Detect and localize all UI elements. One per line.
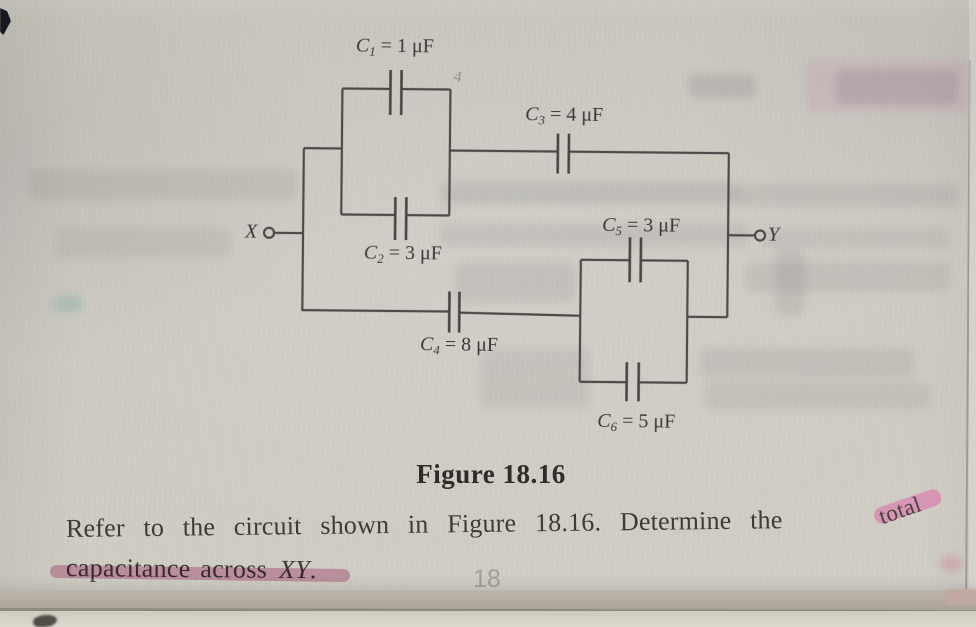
figure-caption: Figure 18.16 — [416, 459, 566, 489]
capacitor-c5-plates — [628, 237, 643, 283]
page-right-edge-strip — [969, 0, 976, 612]
c6-symbol: C — [597, 409, 611, 433]
wire-mid-top-left — [449, 149, 558, 153]
capacitor-c4-plates — [447, 291, 461, 333]
c2-value: = 3 μF — [388, 241, 442, 265]
terminal-x-label: X — [244, 220, 258, 243]
c5-value: = 3 μF — [626, 214, 681, 237]
c2-symbol: C — [363, 241, 378, 264]
capacitor-c3-plates — [556, 133, 571, 174]
c6-subscript: 6 — [610, 419, 618, 435]
wire-mid-top-right — [568, 150, 729, 155]
wire-left-trunk — [301, 148, 305, 312]
label-c3: C3= 4 μF — [525, 103, 603, 129]
c2-subscript: 2 — [377, 250, 384, 266]
terminal-y-node — [753, 229, 767, 242]
box-c5c6-top — [580, 258, 688, 262]
terminal-x-node — [262, 226, 276, 239]
capacitor-c1-plates — [388, 69, 403, 116]
box-c1c2-left — [340, 88, 344, 215]
label-c1: C1= 1 μF — [356, 35, 434, 61]
box-c5c6-left — [578, 259, 582, 382]
c4-symbol: C — [419, 333, 434, 356]
c4-value: = 8 μF — [444, 333, 499, 356]
box-c5c6-bottom — [579, 380, 687, 384]
c5-symbol: C — [602, 213, 616, 237]
c3-symbol: C — [525, 103, 539, 126]
c1-symbol: C — [355, 34, 370, 57]
c1-subscript: 1 — [369, 43, 376, 59]
wire-bottom-mid — [459, 311, 581, 317]
c1-value: = 1 μF — [380, 34, 434, 58]
label-c5: C5= 3 μF — [602, 214, 680, 240]
label-c2: C2= 3 μF — [364, 242, 442, 268]
c3-subscript: 3 — [538, 112, 546, 128]
page-corner-mark — [0, 8, 11, 35]
terminal-y-label: Y — [767, 223, 780, 246]
next-page-strip — [0, 611, 976, 627]
label-c6: C6= 5 μF — [597, 410, 675, 436]
c6-value: = 5 μF — [622, 410, 676, 433]
page-bottom-band — [0, 590, 976, 611]
box-c1c2-bottom — [341, 213, 450, 217]
bottom-right-corner-mark — [946, 589, 976, 605]
wire-bottom-left — [302, 309, 450, 313]
c5-subscript: 5 — [615, 223, 623, 239]
page-number: 18 — [473, 565, 501, 594]
c4-subscript: 4 — [433, 342, 440, 358]
label-c4: C4= 8 μF — [420, 333, 498, 359]
box-c1c2-right — [448, 89, 452, 216]
capacitor-c6-plates — [625, 362, 641, 402]
box-c5c6-right — [685, 260, 689, 383]
c3-value: = 4 μF — [549, 103, 604, 126]
box-c1c2-top — [342, 87, 451, 91]
capacitor-c2-plates — [393, 196, 408, 241]
